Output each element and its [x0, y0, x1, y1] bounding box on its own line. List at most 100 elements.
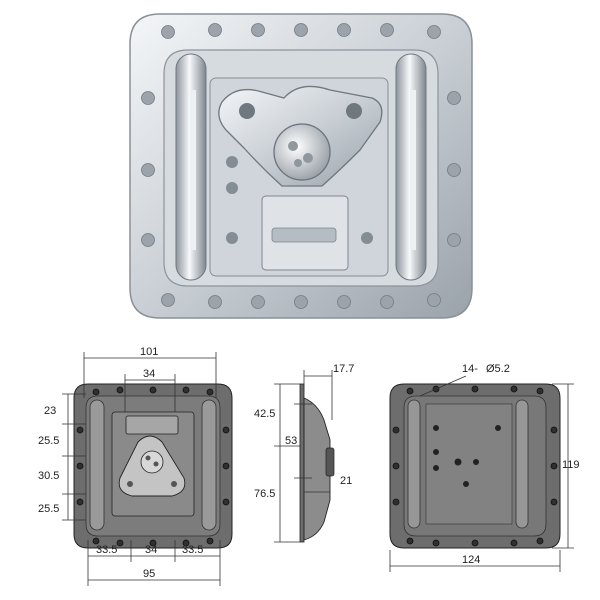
dim-bottom-total: 95 [143, 568, 155, 580]
mounting-hole [182, 539, 190, 547]
mounting-hole [510, 385, 518, 393]
front-view-hub-dot-2 [153, 461, 159, 467]
mounting-hole [149, 386, 157, 394]
back-view-rivet-1 [433, 425, 439, 431]
back-view: 14- Ø5.2 119 124 [389, 363, 580, 572]
mounting-hole [432, 539, 440, 547]
front-view-holes [76, 386, 230, 547]
dim-left-3: 30.5 [38, 470, 59, 482]
back-view-rivet-3 [433, 449, 439, 455]
mounting-hole [208, 23, 222, 37]
photo-hub-rivet-2 [303, 153, 313, 163]
mounting-hole [76, 426, 84, 434]
mounting-hole [406, 387, 414, 395]
dim-bottom-b: 34 [145, 544, 157, 556]
latch-photo [129, 13, 473, 319]
mounting-hole [76, 498, 84, 506]
mounting-hole [161, 25, 175, 39]
mounting-hole [392, 462, 400, 470]
mounting-hole [550, 426, 558, 434]
mounting-hole [447, 163, 461, 177]
front-view-handle-right [201, 399, 217, 531]
photo-center-hub [273, 123, 331, 181]
back-view-handle-right [515, 399, 529, 529]
mounting-hole [427, 25, 441, 39]
photo-mounting-holes [141, 23, 461, 309]
mounting-hole [294, 295, 308, 309]
mounting-hole [92, 537, 100, 545]
back-view-rivet-2 [495, 425, 501, 431]
photo-rivet-c [226, 232, 238, 244]
photo-hub-rivet-1 [288, 141, 298, 151]
mounting-hole [149, 539, 157, 547]
back-view-handle-left [407, 399, 421, 529]
back-view-plate-inner [425, 403, 513, 525]
mounting-hole [471, 539, 479, 547]
dim-holes-label: 14- [462, 363, 478, 375]
front-view-hub-dot-1 [145, 455, 151, 461]
dim-upper: 42.5 [254, 408, 275, 420]
front-view-wing-hole-r [171, 481, 177, 487]
photo-handle-bar-right-inner [410, 90, 416, 250]
front-view-wing-hole-l [127, 481, 133, 487]
dim-depth-top: 17.7 [333, 363, 354, 375]
mounting-hole [92, 388, 100, 396]
dim-middle: 53 [285, 435, 297, 447]
mounting-hole [222, 462, 230, 470]
mounting-hole [427, 293, 441, 307]
back-view-rivet-5 [454, 458, 462, 466]
dim-left-4: 25.5 [38, 503, 59, 515]
mounting-hole [294, 23, 308, 37]
mounting-hole [141, 91, 155, 105]
mounting-hole [392, 426, 400, 434]
dim-height: 119 [562, 459, 580, 471]
mounting-hole [550, 498, 558, 506]
mounting-hole [222, 498, 230, 506]
mounting-hole [536, 387, 544, 395]
mounting-hole [251, 23, 265, 37]
mounting-hole [471, 385, 479, 393]
front-view-hub [140, 450, 164, 474]
dim-bottom-a: 33.5 [96, 544, 117, 556]
mounting-hole [206, 388, 214, 396]
mounting-hole [208, 295, 222, 309]
mounting-hole [141, 163, 155, 177]
back-view-holes [392, 385, 558, 547]
side-view: 17.7 42.5 76.5 53 21 [254, 363, 354, 543]
mounting-hole [380, 295, 394, 309]
side-view-dish-profile [303, 397, 331, 541]
dim-width: 124 [462, 554, 480, 566]
mounting-hole [447, 233, 461, 247]
photo-rivet-a [226, 156, 238, 168]
mounting-hole [550, 462, 558, 470]
mounting-hole [161, 293, 175, 307]
dim-lower: 76.5 [254, 488, 275, 500]
dim-top-slot: 34 [143, 368, 155, 380]
side-view-flange [299, 383, 305, 543]
dim-left-1: 23 [44, 405, 56, 417]
front-view-handle-left [89, 399, 105, 531]
mounting-hole [380, 23, 394, 37]
mounting-hole [206, 537, 214, 545]
mounting-hole [116, 386, 124, 394]
mounting-hole [182, 386, 190, 394]
photo-rivet-d [361, 232, 373, 244]
side-view-latch-knob [325, 447, 335, 477]
mounting-hole [392, 498, 400, 506]
photo-wing-hole-left [239, 103, 255, 119]
mounting-hole [536, 537, 544, 545]
front-view: 101 34 23 25.5 30.5 25.5 33.5 34 33.5 95 [38, 346, 233, 586]
photo-wing-hole-right [346, 103, 362, 119]
mounting-hole [116, 539, 124, 547]
dim-left-2: 25.5 [38, 435, 59, 447]
photo-catch-slot [271, 227, 337, 243]
photo-handle-bar-left-inner [190, 90, 196, 250]
front-view-catch [125, 415, 179, 435]
dim-hole-dia: Ø5.2 [486, 363, 510, 375]
back-view-rivet-6 [473, 459, 479, 465]
dim-inner-depth: 21 [340, 475, 352, 487]
mounting-hole [337, 295, 351, 309]
mounting-hole [337, 23, 351, 37]
back-view-rivet-4 [433, 465, 439, 471]
